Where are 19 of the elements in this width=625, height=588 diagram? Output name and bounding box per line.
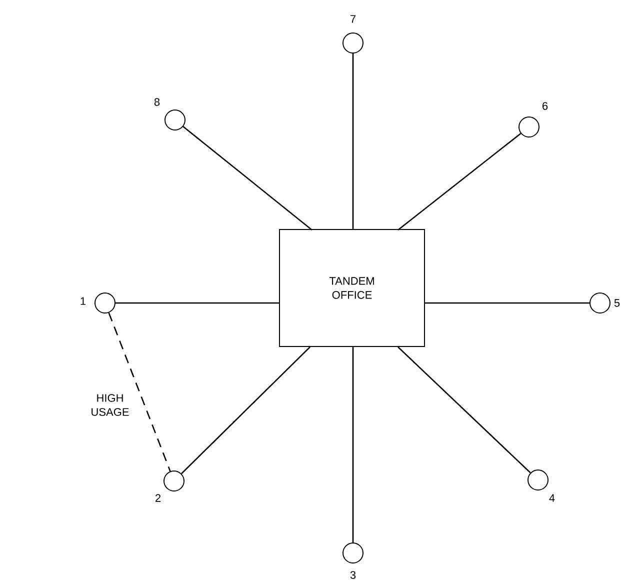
station-number: 3 [350,571,356,579]
station-number: 2 [156,494,160,502]
station-number: 4 [549,494,555,502]
connection-line [352,347,354,542]
station-number: 7 [350,15,356,23]
connection-line [108,312,171,472]
edge-label: HIGH USAGE [87,393,133,417]
station-number: 1 [80,297,86,305]
connection-line [352,54,354,230]
station-number: 5 [614,299,620,307]
station-number: 6 [542,102,548,110]
connection-line [425,302,590,304]
connection-line [182,126,312,230]
station-number: 8 [154,98,160,106]
office-box: TANDEM OFFICE [279,229,425,347]
connection-line [398,132,522,230]
connection-line [116,302,280,304]
connection-line [181,346,310,474]
connection-line [398,346,531,474]
